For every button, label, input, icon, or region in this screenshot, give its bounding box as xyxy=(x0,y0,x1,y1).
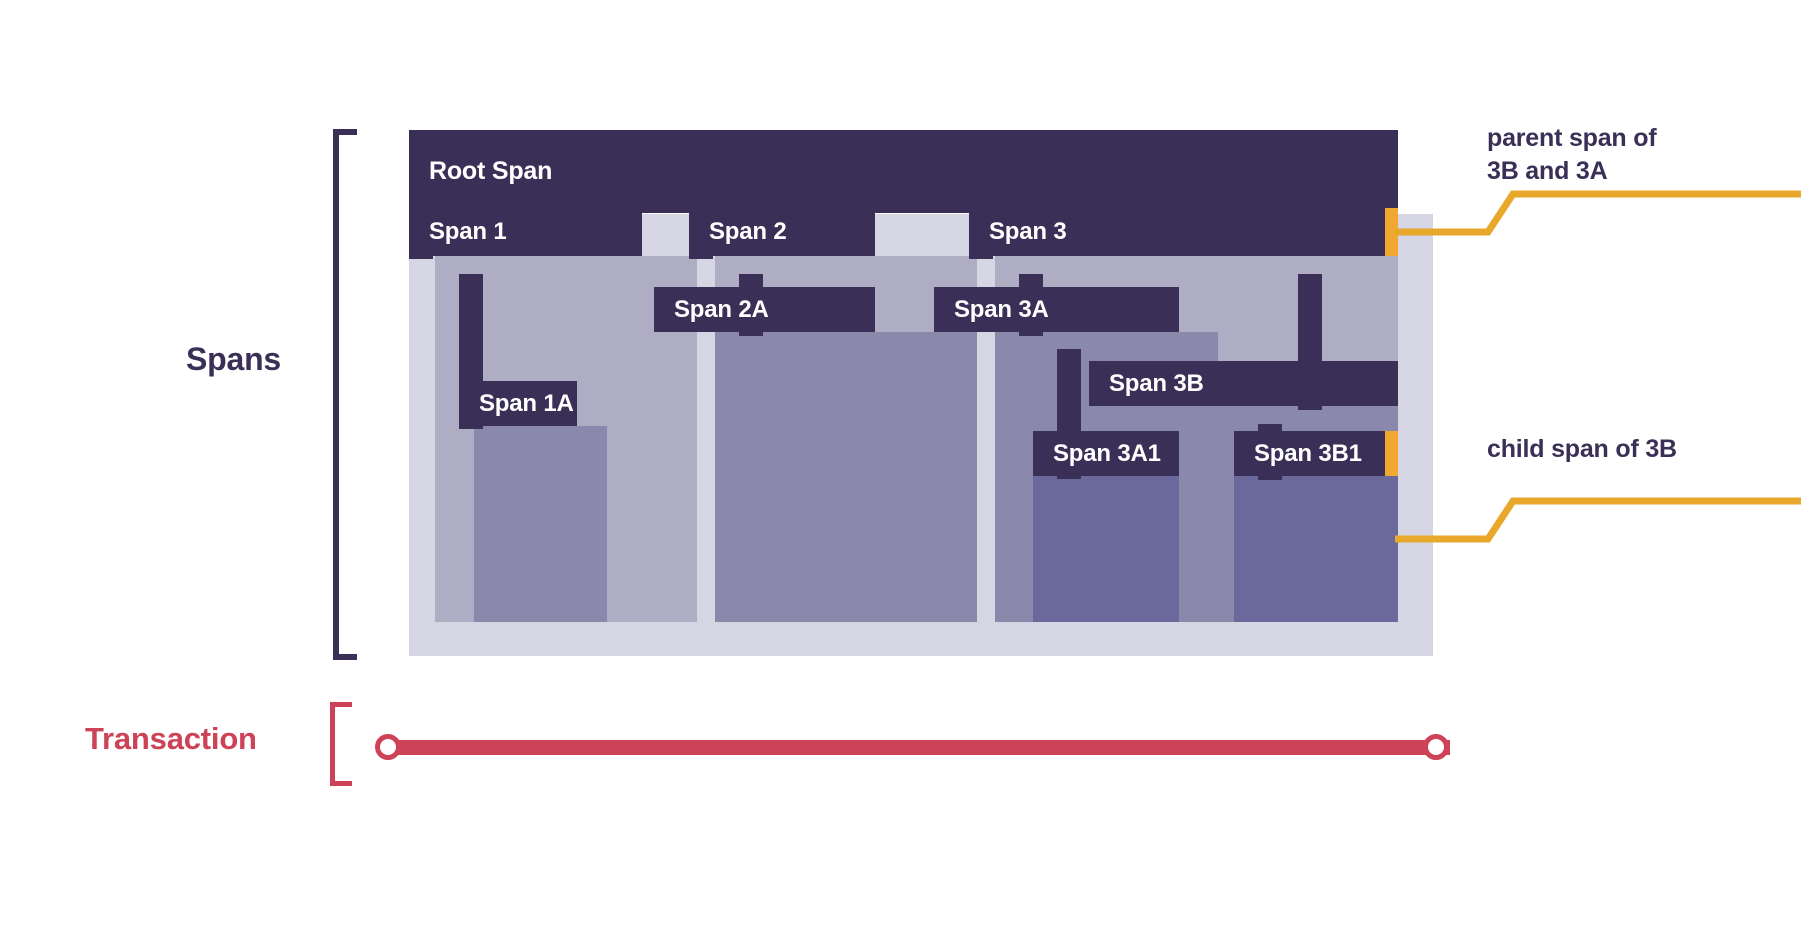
child-callout-text: child span of 3B xyxy=(1487,435,1677,463)
child-span-highlight-marker xyxy=(1385,431,1398,476)
parent-span-highlight-marker xyxy=(1385,208,1398,256)
span-bar-span-3a1[interactable]: Span 3A1 xyxy=(1033,431,1179,476)
span-1a-body xyxy=(474,426,607,622)
span-canvas: Root Span Span 1 Span 1A Span 2 Span 2A … xyxy=(409,130,1433,656)
span-bar-span-3[interactable]: Span 3 xyxy=(969,208,1398,256)
span-bar-span-2a[interactable]: Span 2A xyxy=(654,287,875,332)
span-label-span-3b1: Span 3B1 xyxy=(1254,439,1362,467)
parent-callout-leader xyxy=(1390,188,1801,248)
span-label-span-1: Span 1 xyxy=(429,218,507,245)
span-bar-root[interactable]: Root Span xyxy=(409,130,1398,213)
transaction-section-label: Transaction xyxy=(85,721,257,756)
span-label-span-2a: Span 2A xyxy=(674,295,769,323)
parent-callout-text: parent span of 3B and 3A xyxy=(1487,124,1657,186)
span-2a-body xyxy=(715,332,977,622)
span-label-span-2: Span 2 xyxy=(709,218,787,245)
transaction-bracket xyxy=(330,702,352,786)
transaction-start-dot xyxy=(375,734,401,760)
span-label-span-1a: Span 1A xyxy=(479,389,574,417)
span-bar-span-3b[interactable]: Span 3B xyxy=(1089,361,1398,406)
spans-section-label: Spans xyxy=(186,341,282,377)
span-3a1-body xyxy=(1033,476,1179,622)
transaction-bar xyxy=(388,740,1450,755)
spans-bracket xyxy=(333,129,357,660)
span-3b1-body xyxy=(1234,476,1398,622)
span-bar-span-3a[interactable]: Span 3A xyxy=(934,287,1179,332)
span-label-span-3a1: Span 3A1 xyxy=(1053,439,1161,467)
span-bar-span-2[interactable]: Span 2 xyxy=(689,208,875,256)
transaction-end-dot xyxy=(1423,734,1449,760)
span-bar-span-1a[interactable]: Span 1A xyxy=(459,381,577,426)
span-label-span-3a: Span 3A xyxy=(954,295,1049,323)
span-label-span-3: Span 3 xyxy=(989,218,1067,245)
span-label-root: Root Span xyxy=(429,157,553,185)
span-bar-span-1[interactable]: Span 1 xyxy=(409,208,642,256)
child-callout-leader xyxy=(1390,495,1801,555)
span-bar-span-3b1[interactable]: Span 3B1 xyxy=(1234,431,1398,476)
span-label-span-3b: Span 3B xyxy=(1109,369,1204,397)
